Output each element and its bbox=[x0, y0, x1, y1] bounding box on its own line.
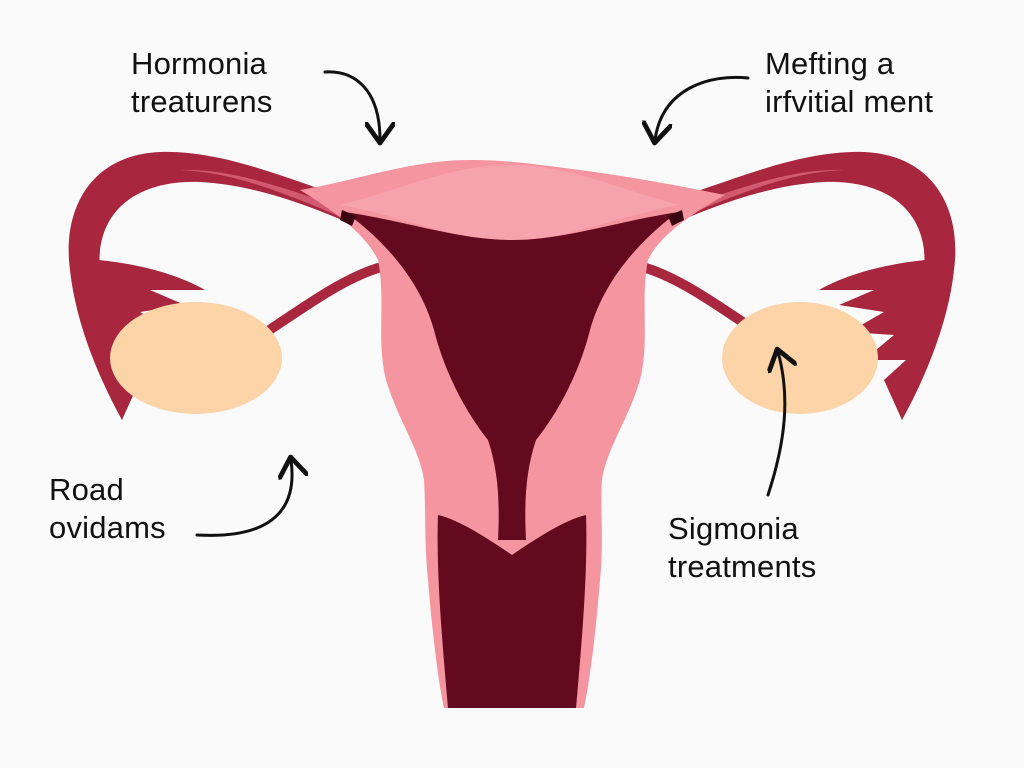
label-bottom-right-line2: treatments bbox=[668, 549, 817, 584]
label-top-right-line1: Mefting a bbox=[765, 46, 895, 81]
left-fallopian-tube bbox=[68, 151, 370, 421]
left-tube-opening bbox=[340, 210, 356, 226]
label-top-left-line2: treaturens bbox=[131, 84, 273, 119]
uterus-fundus bbox=[340, 165, 680, 240]
left-ovary bbox=[110, 302, 282, 414]
arrow-bottom-right bbox=[768, 352, 785, 497]
left-ovarian-ligament bbox=[257, 263, 383, 340]
right-tube-opening bbox=[668, 210, 684, 226]
label-bottom-left-line1: Road bbox=[49, 472, 124, 507]
label-top-left-line1: Hormonia bbox=[131, 46, 267, 81]
vaginal-canal bbox=[437, 515, 587, 708]
label-top-left: Hormonia treaturens bbox=[131, 45, 273, 121]
label-top-right: Mefting a irfvitial ment bbox=[765, 45, 933, 121]
label-top-right-line2: irfvitial ment bbox=[765, 84, 934, 119]
right-fimbriae bbox=[819, 258, 952, 420]
label-bottom-left: Road ovidams bbox=[49, 471, 166, 547]
uterine-cavity bbox=[345, 212, 678, 540]
label-bottom-right-line1: Sigmonia bbox=[668, 511, 799, 546]
left-fimbriae bbox=[72, 258, 205, 420]
arrow-bottom-left bbox=[195, 460, 292, 537]
right-fallopian-tube bbox=[654, 151, 956, 421]
label-bottom-left-line2: ovidams bbox=[49, 510, 166, 545]
right-ovary bbox=[722, 302, 878, 414]
arrow-top-right bbox=[655, 75, 750, 140]
arrow-top-left bbox=[323, 70, 380, 140]
label-bottom-right: Sigmonia treatments bbox=[668, 510, 816, 586]
